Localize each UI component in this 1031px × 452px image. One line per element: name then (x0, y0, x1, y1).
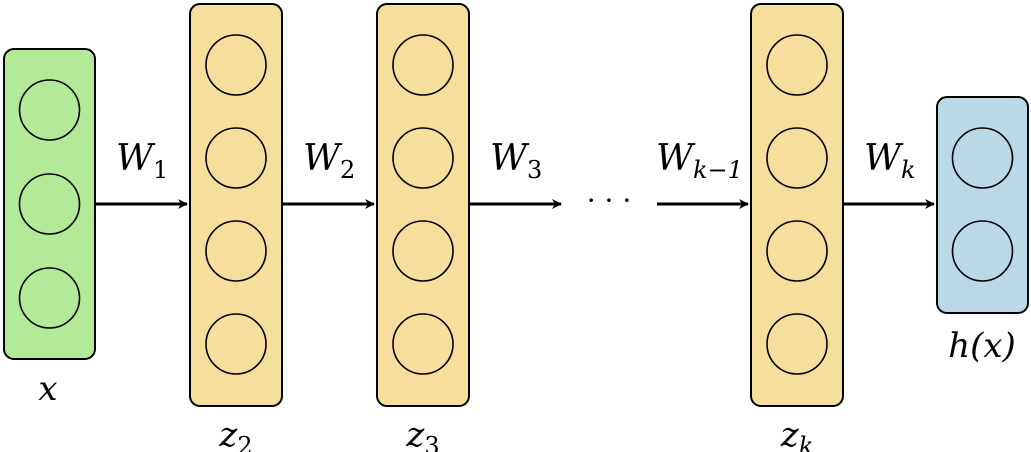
neuron (18, 173, 81, 235)
neuron (392, 34, 454, 96)
layer-input: x (3, 48, 96, 409)
neuron (18, 79, 81, 141)
weight-label-3: W3 (490, 138, 542, 184)
layer-hidden-2: z2 (189, 3, 283, 452)
layer-box (189, 3, 283, 407)
layer-box (376, 3, 470, 407)
neuron (951, 220, 1014, 282)
neuron (392, 220, 454, 282)
neuron (766, 127, 828, 189)
layer-label: h(x) (948, 326, 1016, 366)
neuron (766, 313, 828, 375)
layer-hidden-k: zk (750, 3, 844, 452)
neuron (766, 34, 828, 96)
neuron (205, 220, 267, 282)
neuron (205, 313, 267, 375)
weight-label-k-minus-1: Wk−1 (656, 138, 743, 184)
layer-label: zk (780, 415, 813, 452)
neuron (205, 34, 267, 96)
neuron (392, 127, 454, 189)
layer-box (3, 48, 96, 360)
layer-box (750, 3, 844, 407)
layer-box (936, 96, 1029, 314)
layer-label: z2 (218, 415, 252, 452)
neuron (951, 127, 1014, 189)
neuron (18, 267, 81, 329)
weight-labels: W1 W2 W3 Wk−1 Wk (116, 138, 916, 184)
layer-hidden-3: z3 (376, 3, 470, 452)
neuron (392, 313, 454, 375)
layer-label: x (38, 369, 57, 409)
weight-label-2: W2 (303, 138, 355, 184)
neuron (766, 220, 828, 282)
weight-label-1: W1 (116, 138, 168, 184)
neuron (205, 127, 267, 189)
ellipsis: · · · (587, 184, 632, 217)
layer-output: h(x) (936, 96, 1029, 366)
weight-label-k: Wk (864, 138, 916, 184)
layer-label: z3 (405, 415, 439, 452)
